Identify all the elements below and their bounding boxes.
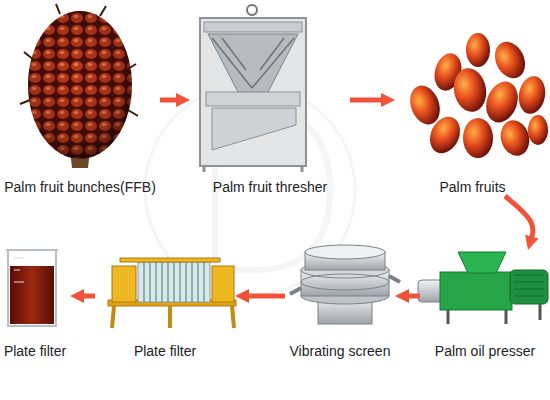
flow-arrow — [407, 294, 420, 299]
process-step: Palm fruits — [395, 30, 550, 196]
flow-arrow — [82, 294, 95, 299]
step-caption: Plate filter — [134, 342, 196, 360]
process-step: Palm oil presser — [420, 250, 550, 360]
palm-bunch-image — [20, 4, 138, 168]
plate-filter-image — [108, 258, 236, 328]
vibrating-screen-image — [290, 245, 400, 324]
process-step: Vibrating screen — [285, 240, 395, 360]
step-caption: Palm fruit thresher — [213, 178, 327, 196]
step-caption: Vibrating screen — [290, 342, 391, 360]
process-step: Plate filter — [0, 240, 70, 360]
process-step: Palm fruit bunches(FFB) — [0, 10, 160, 196]
step-caption: Palm oil presser — [435, 342, 535, 360]
thresher-image — [200, 5, 306, 172]
step-caption: Palm fruits — [439, 178, 505, 196]
flow-arrow — [505, 196, 533, 238]
flow-arrow — [350, 98, 383, 103]
flow-arrow — [160, 98, 178, 103]
beaker-image — [6, 250, 58, 326]
step-caption: Palm fruit bunches(FFB) — [4, 178, 156, 196]
step-caption: Plate filter — [4, 342, 66, 360]
palm-fruits-image — [405, 33, 548, 159]
process-step: Palm fruit thresher — [190, 5, 350, 196]
oil-presser-image — [418, 252, 548, 324]
flow-arrow — [247, 294, 285, 299]
process-step: Plate filter — [95, 250, 235, 360]
